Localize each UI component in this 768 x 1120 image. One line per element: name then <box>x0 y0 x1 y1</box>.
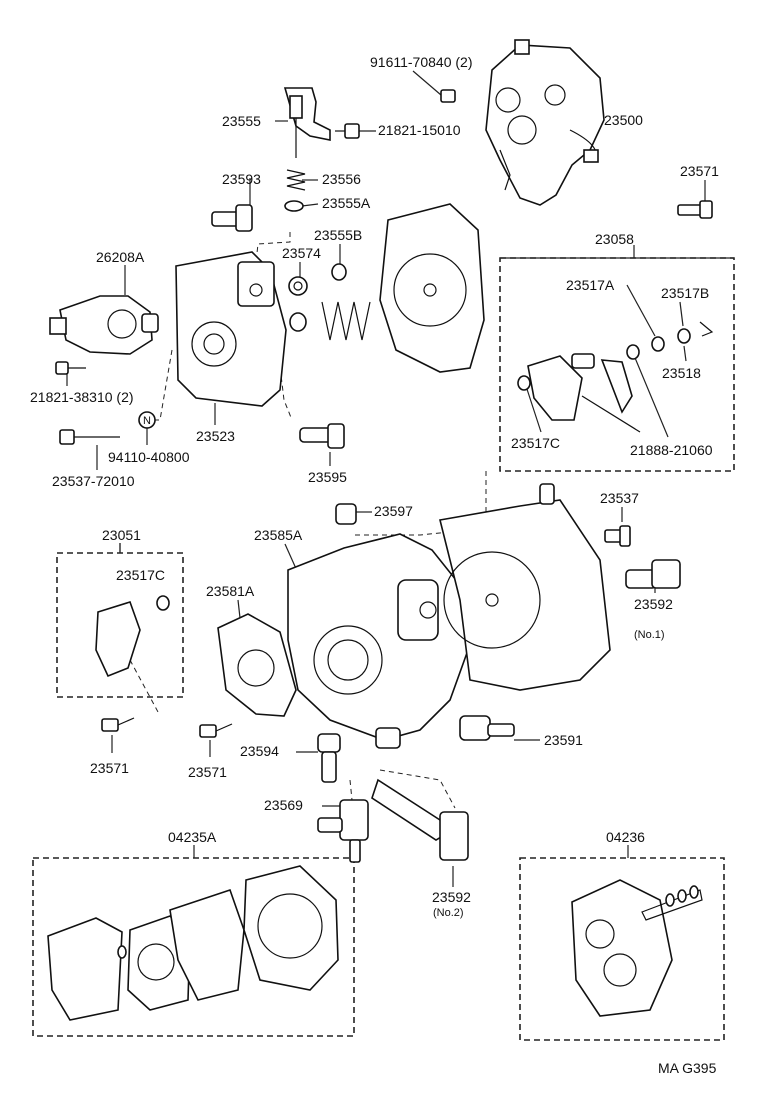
label-23537: 23537 <box>600 490 639 506</box>
seat-23555A <box>284 200 304 212</box>
label-23537-72010: 23537-72010 <box>52 473 135 489</box>
nut-91611 <box>440 89 456 103</box>
label-23597: 23597 <box>374 503 413 519</box>
fitting-23591 <box>459 715 515 741</box>
bolt-23537-72010 <box>59 429 120 445</box>
label-23555B: 23555B <box>314 227 362 243</box>
label-23517B: 23517B <box>661 285 709 301</box>
label-23593: 23593 <box>222 171 261 187</box>
label-04235A: 04235A <box>168 829 217 845</box>
label-23555: 23555 <box>222 113 261 129</box>
label-94110-40800: 94110-40800 <box>108 449 190 465</box>
bolt-21821-15010 <box>335 123 360 139</box>
label-23585A: 23585A <box>254 527 303 543</box>
bolt-23571-mid <box>199 723 233 738</box>
fitting-23593 <box>211 204 253 232</box>
solenoid-26208A <box>49 295 159 355</box>
label-91611-70840: 91611-70840 (2) <box>370 54 472 70</box>
cover-23523 <box>175 251 287 407</box>
label-23523: 23523 <box>196 428 235 444</box>
tee-23569 <box>317 799 369 863</box>
kit-box-23058 <box>499 257 735 472</box>
label-23556: 23556 <box>322 171 361 187</box>
label-23592-no2: 23592 <box>432 889 471 905</box>
bolt-21821-38310 <box>55 361 86 375</box>
rear-housing <box>439 483 611 691</box>
n-mark-text: N <box>143 415 151 427</box>
label-23569: 23569 <box>264 797 303 813</box>
gasket-diaphragm <box>379 203 485 373</box>
kit-box-04236 <box>519 857 725 1041</box>
cover-23581A <box>217 613 297 717</box>
kit-box-04235A <box>32 857 355 1037</box>
label-23591: 23591 <box>544 732 583 748</box>
label-23517C: 23517C <box>511 435 560 451</box>
label-23592-no1-sub: (No.1) <box>634 629 665 641</box>
spring-23556 <box>286 169 306 191</box>
label-23555A: 23555A <box>322 195 371 211</box>
lever-23555 <box>283 87 331 158</box>
label-23581A: 23581A <box>206 583 255 599</box>
kit-23051-parts <box>95 595 170 678</box>
label-23517A: 23517A <box>566 277 615 293</box>
ring-23574 <box>288 276 308 296</box>
part-number-labels: 91611-70840 (2) 23500 23555 21821-15010 … <box>30 54 719 1076</box>
kit-23058-parts <box>517 321 714 433</box>
label-23051: 23051 <box>102 527 141 543</box>
bolt-23571-left <box>101 717 135 732</box>
label-23518: 23518 <box>662 365 701 381</box>
kit-04236-parts <box>571 879 703 1017</box>
label-23517C-kit: 23517C <box>116 567 165 583</box>
label-21821-38310: 21821-38310 (2) <box>30 389 134 405</box>
label-23592-no2-sub: (No.2) <box>433 907 464 919</box>
plug-23597 <box>335 503 357 525</box>
bolt-23571-top <box>677 200 713 219</box>
fitting-23592-no1 <box>625 559 681 589</box>
ring-23555B <box>331 263 347 281</box>
label-23571-mid: 23571 <box>188 764 227 780</box>
label-21821-15010: 21821-15010 <box>378 122 461 138</box>
fitting-23594 <box>317 733 341 783</box>
bolt-23537 <box>604 525 631 547</box>
main-body-23585A <box>287 533 469 749</box>
fitting-23595 <box>299 423 345 449</box>
label-23500: 23500 <box>604 112 643 128</box>
label-26208A: 26208A <box>96 249 145 265</box>
kit-box-23051 <box>56 552 184 698</box>
diagram-code: MA G395 <box>658 1060 717 1076</box>
label-23571-left: 23571 <box>90 760 129 776</box>
nut-94110: N <box>138 411 156 429</box>
label-04236: 04236 <box>606 829 645 845</box>
label-23595: 23595 <box>308 469 347 485</box>
label-23592-no1: 23592 <box>634 596 673 612</box>
label-23571-top: 23571 <box>680 163 719 179</box>
label-23058: 23058 <box>595 231 634 247</box>
pipe-23592-no2 <box>371 778 469 861</box>
kit-04235A-parts <box>47 865 339 1021</box>
leader-lines <box>66 70 734 887</box>
label-23574: 23574 <box>282 245 321 261</box>
label-23594: 23594 <box>240 743 279 759</box>
regulator-assembly-23500 <box>485 39 605 206</box>
diaphragm-spring <box>289 301 371 341</box>
label-21888-21060: 21888-21060 <box>630 442 713 458</box>
